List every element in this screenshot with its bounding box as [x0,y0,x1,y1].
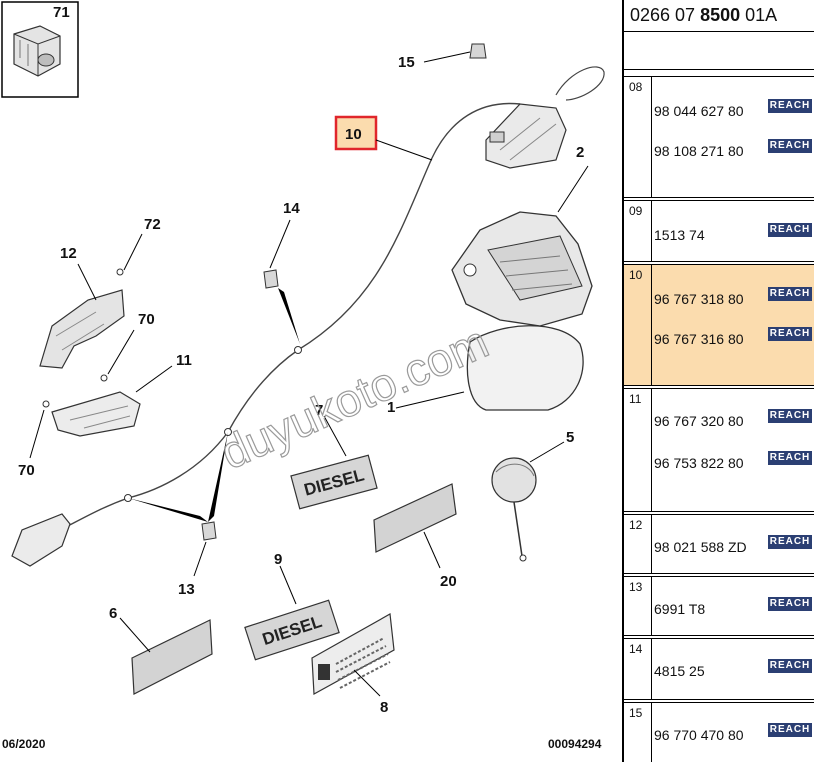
part-10-flap-housing[interactable] [485,103,567,169]
part-ref[interactable]: 96 767 316 80 [654,331,744,347]
part-ref[interactable]: 96 770 470 80 [654,727,744,743]
part-6-blank-label[interactable] [131,619,213,695]
reach-badge: REACH [768,535,812,549]
callout-70-lower: 70 [18,462,35,479]
catalog-number: 0266 07 8500 01A [624,0,814,32]
footer-date: 06/2020 [2,737,46,751]
group-row-11[interactable]: 11 96 767 320 80 REACH 96 753 822 80 REA… [624,388,814,512]
part-20-blank-label[interactable] [373,483,457,553]
part-8-fuel-info-sticker[interactable] [311,613,395,695]
group-position: 12 [629,518,643,532]
group-position: 11 [629,392,642,406]
part-7-diesel-label[interactable]: DIESEL [290,454,378,510]
part-70-screw-upper[interactable] [100,374,108,382]
part-5-fuel-cap[interactable] [491,457,537,562]
exploded-parts-diagram: 71 15 10 2 1 14 72 [1,1,605,751]
part-70-screw-lower[interactable] [42,400,50,408]
reach-badge: REACH [768,409,812,423]
part-ref[interactable]: 98 021 588 ZD [654,539,747,555]
release-cable [59,157,433,531]
callout-70-upper: 70 [138,311,155,328]
cable-end-handle [11,513,71,567]
callout-6: 6 [109,605,117,622]
reach-badge: REACH [768,139,812,153]
group-row-10[interactable]: 10 96 767 318 80 REACH 96 767 316 80 REA… [624,264,814,386]
callout-20: 20 [440,573,457,590]
part-ref[interactable]: 96 753 822 80 [654,455,744,471]
part-ref[interactable]: 1513 74 [654,227,705,243]
group-position: 15 [629,706,643,720]
group-row-08[interactable]: 08 98 044 627 80 REACH 98 108 271 80 REA… [624,76,814,198]
reach-badge: REACH [768,99,812,113]
panel-subheader [624,32,814,70]
callout-10-highlight[interactable] [334,115,378,151]
callout-1: 1 [387,399,395,416]
group-row-15[interactable]: 15 96 770 470 80 REACH [624,702,814,762]
callout-15: 15 [398,54,415,71]
catalog-number-bold: 8500 [700,5,741,25]
watermark: duyukoto.com [213,315,496,479]
reach-badge: REACH [768,597,812,611]
group-row-13[interactable]: 13 6991 T8 REACH [624,576,814,636]
callout-13: 13 [178,581,195,598]
group-position: 13 [629,580,643,594]
part-2-fuel-housing[interactable] [451,211,593,327]
callout-7: 7 [315,402,323,419]
group-row-09[interactable]: 09 1513 74 REACH [624,200,814,262]
callout-2: 2 [576,144,584,161]
parts-reference-panel: 0266 07 8500 01A 08 98 044 627 80 REACH … [622,0,814,762]
reach-badge: REACH [768,223,812,237]
part-13-clip[interactable] [201,521,217,541]
catalog-number-suffix: 01A [740,5,778,25]
group-row-14[interactable]: 14 4815 25 REACH [624,638,814,700]
inset-part-71[interactable] [1,1,79,98]
part-11-release-lever[interactable] [51,391,141,437]
reach-badge: REACH [768,451,812,465]
reach-badge: REACH [768,287,812,301]
part-ref[interactable]: 98 108 271 80 [654,143,744,159]
reach-badge: REACH [768,327,812,341]
callout-12: 12 [60,245,77,262]
callout-14: 14 [283,200,300,217]
callout-10: 10 [345,126,362,143]
callout-72: 72 [144,216,161,233]
part-1-fuel-flap[interactable] [466,325,584,411]
reach-badge: REACH [768,659,812,673]
callout-71: 71 [53,4,70,21]
group-position: 08 [629,80,643,94]
catalog-number-prefix: 0266 07 [630,5,701,25]
footer-diagram-code: 00094294 [548,737,602,751]
part-15-clip[interactable] [423,43,487,63]
part-ref[interactable]: 98 044 627 80 [654,103,744,119]
part-72-screw[interactable] [116,268,124,276]
callout-11: 11 [176,352,192,369]
part-ref[interactable]: 4815 25 [654,663,705,679]
callout-5: 5 [566,429,574,446]
part-14-clip[interactable] [263,269,279,289]
group-position: 10 [629,268,643,282]
part-12-release-handle[interactable] [39,289,125,369]
part-ref[interactable]: 96 767 320 80 [654,413,744,429]
part-ref[interactable]: 6991 T8 [654,601,706,617]
group-position: 14 [629,642,643,656]
group-row-12[interactable]: 12 98 021 588 ZD REACH [624,514,814,574]
reach-badge: REACH [768,723,812,737]
callout-8: 8 [380,699,388,716]
part-ref[interactable]: 96 767 318 80 [654,291,744,307]
group-position: 09 [629,204,643,218]
callout-9: 9 [274,551,282,568]
